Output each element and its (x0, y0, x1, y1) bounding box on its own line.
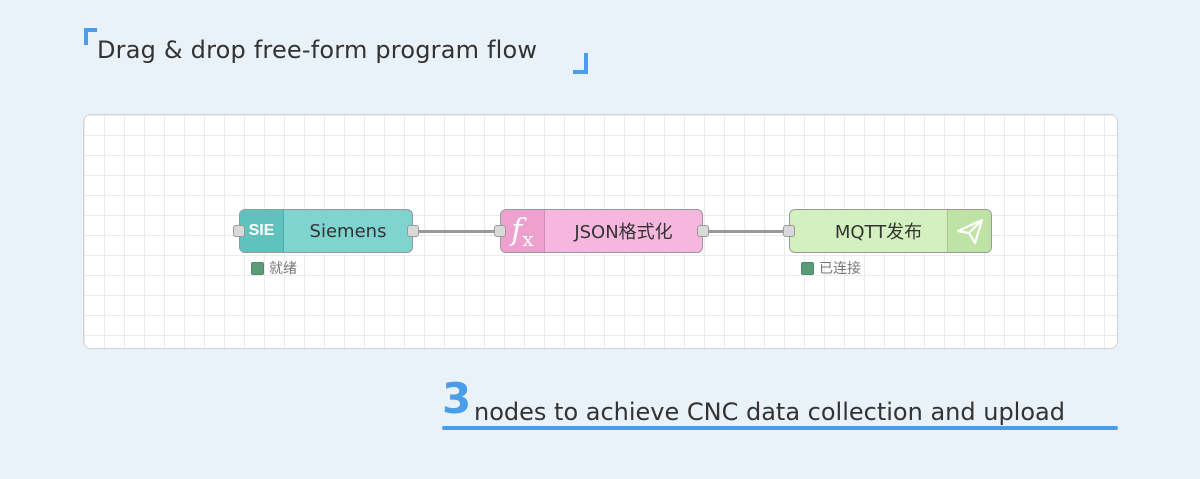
node-siemens[interactable]: SIE Siemens (233, 209, 419, 253)
output-port[interactable] (697, 225, 709, 237)
heading-text: Drag & drop free-form program flow (97, 36, 538, 64)
function-icon-f: f (511, 213, 523, 248)
node-label: JSON格式化 (574, 222, 673, 243)
caption-text: nodes to achieve CNC data collection and… (474, 398, 1065, 426)
flow-canvas[interactable]: SIE Siemens 就绪 fx JSON格式化 MQTT发布 (83, 114, 1118, 349)
status-text: 就绪 (269, 261, 297, 277)
status-siemens: 就绪 (251, 258, 297, 278)
function-icon: fx (501, 210, 545, 252)
function-icon-x: x (522, 227, 534, 251)
wire-json-mqtt[interactable] (709, 230, 789, 233)
status-text: 已连接 (819, 261, 861, 277)
heading-bracket-bottom-right (573, 53, 588, 74)
node-label: MQTT发布 (834, 222, 923, 243)
caption-underline (442, 426, 1118, 430)
send-icon-glyph (956, 218, 983, 245)
input-port[interactable] (783, 225, 795, 237)
input-port[interactable] (494, 225, 506, 237)
node-label: Siemens (309, 220, 387, 242)
node-icon-text: SIE (248, 222, 275, 239)
wire-siemens-json[interactable] (419, 230, 500, 233)
output-port[interactable] (407, 225, 419, 237)
section-heading: Drag & drop free-form program flow (84, 28, 588, 74)
function-icon-glyph: fx (511, 213, 533, 250)
node-mqtt-publish[interactable]: MQTT发布 (783, 209, 992, 253)
heading-bracket-top-left (84, 28, 97, 45)
status-indicator (801, 261, 814, 275)
node-json-format[interactable]: fx JSON格式化 (494, 209, 709, 253)
status-mqtt: 已连接 (801, 258, 861, 278)
caption: 3 nodes to achieve CNC data collection a… (442, 378, 1118, 430)
send-icon (947, 210, 991, 252)
caption-number: 3 (442, 374, 472, 423)
input-port[interactable] (233, 225, 245, 237)
siemens-logo-icon: SIE (240, 210, 284, 252)
status-indicator (251, 261, 264, 275)
